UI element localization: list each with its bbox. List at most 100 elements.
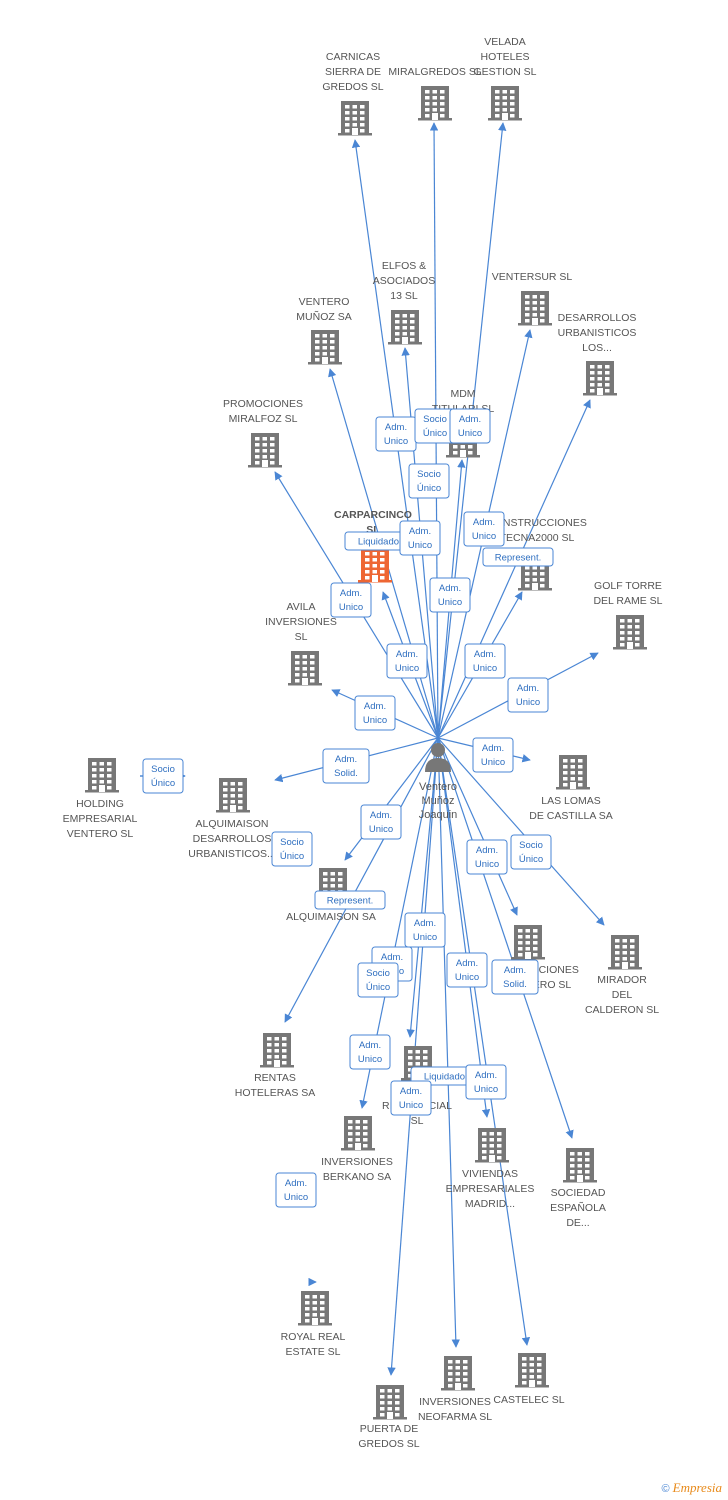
edge-role-label[interactable]: Adm.Unico (349, 1034, 391, 1070)
edge-role-label[interactable]: Adm.Unico (465, 1064, 507, 1100)
edge-to-n24 (437, 737, 574, 1139)
edge-role-text: Unico (358, 1054, 382, 1065)
edge-role-label[interactable]: Represent. (482, 547, 554, 567)
edge-role-text: Adm. (385, 422, 407, 433)
edge-role-label[interactable]: Adm.Unico (354, 695, 396, 731)
building-icon (298, 1291, 332, 1326)
edge-role-text: Unico (473, 663, 497, 674)
edge-role-label[interactable]: Adm.Unico (464, 643, 506, 679)
footer-brand[interactable]: © Empresia (661, 1480, 722, 1496)
company-label-line: URBANISTICOS... (188, 848, 276, 860)
edge-role-text: Socio (151, 764, 175, 775)
edge-role-text: Socio (423, 414, 447, 425)
company-node[interactable]: VIVIENDASEMPRESARIALESMADRID... (446, 1128, 535, 1210)
edge-role-label[interactable]: Adm.Unico (466, 839, 508, 875)
edge-role-text: Unico (438, 597, 462, 608)
edge-role-label[interactable]: Adm.Unico (472, 737, 514, 773)
building-icon (488, 86, 522, 121)
edge-role-label[interactable]: Adm.Unico (399, 520, 441, 556)
edge-role-text: Adm. (370, 810, 392, 821)
copyright-symbol: © (661, 1483, 670, 1495)
company-label-line: MDM (450, 388, 475, 400)
company-label-line: SL (295, 631, 308, 643)
edge-role-label[interactable]: Adm.Unico (463, 511, 505, 547)
edge-role-text: Adm. (517, 683, 539, 694)
edge-role-text: Único (417, 483, 441, 494)
company-node[interactable]: DESARROLLOSURBANISTICOSLOS... (558, 312, 637, 396)
edge-to-n19 (437, 737, 605, 926)
company-label-line: VENTERSUR SL (492, 271, 573, 283)
company-label-line: GESTION SL (473, 66, 536, 78)
company-label-line: PUERTA DE (360, 1423, 419, 1435)
edge-role-label[interactable]: Adm.Solid. (322, 748, 370, 784)
company-node[interactable]: SOCIEDADESPAÑOLADE... (550, 1148, 606, 1229)
edge-to-n20 (284, 737, 439, 1023)
edge-role-text: Adm. (482, 743, 504, 754)
edge-role-label[interactable]: Adm.Unico (386, 643, 428, 679)
edge-role-label[interactable]: Adm.Unico (449, 408, 491, 444)
building-icon (388, 310, 422, 345)
building-icon (338, 101, 372, 136)
company-label-line: URBANISTICOS (558, 327, 637, 339)
edge-role-label[interactable]: Adm.Unico (507, 677, 549, 713)
edge-role-label[interactable]: Adm.Unico (375, 416, 417, 452)
edge-role-label[interactable]: Adm.Unico (446, 952, 488, 988)
company-label-line: DESARROLLOS (558, 312, 637, 324)
company-node[interactable]: CASTELEC SL (493, 1353, 565, 1406)
company-node[interactable]: MIRALGREDOS SL (388, 66, 482, 121)
building-icon (475, 1128, 509, 1163)
company-label-line: GOLF TORRE (594, 580, 662, 592)
edge-role-label[interactable]: Represent. (314, 890, 386, 910)
edge-role-text: Liquidador (424, 1072, 468, 1083)
company-node[interactable]: ALQUIMAISONDESARROLLOSURBANISTICOS... (188, 778, 276, 860)
building-icon (260, 1033, 294, 1068)
company-label-line: NEOFARMA SL (418, 1411, 492, 1423)
company-label-line: INVERSIONES (321, 1156, 393, 1168)
building-icon (608, 935, 642, 970)
edge-role-label[interactable]: Adm.Unico (330, 582, 372, 618)
company-label-line: MIRALGREDOS SL (388, 66, 482, 78)
company-label-line: SL (411, 1115, 424, 1127)
person-name-line: Ventero (419, 781, 457, 793)
edge-role-label[interactable]: Adm.Unico (429, 577, 471, 613)
company-label-line: GREDOS SL (322, 81, 383, 93)
company-label-line: VELADA (484, 36, 525, 48)
company-node[interactable]: VENTERSUR SL (492, 271, 573, 326)
company-label-line: CARPARCINCO (334, 509, 412, 521)
edge-role-text: Solid. (503, 979, 527, 990)
edge-role-label[interactable]: Adm.Unico (275, 1172, 317, 1208)
edge-role-label[interactable]: Adm.Unico (404, 912, 446, 948)
edge-role-text: Solid. (334, 768, 358, 779)
edge-role-label[interactable]: Adm.Unico (390, 1080, 432, 1116)
edge-role-text: Unico (339, 602, 363, 613)
edge-role-label[interactable]: Adm.Solid. (491, 959, 539, 995)
building-icon (373, 1385, 407, 1420)
edge-role-label[interactable]: Adm.Unico (360, 804, 402, 840)
company-label-line: CONSTRUCCIONES (487, 517, 587, 529)
